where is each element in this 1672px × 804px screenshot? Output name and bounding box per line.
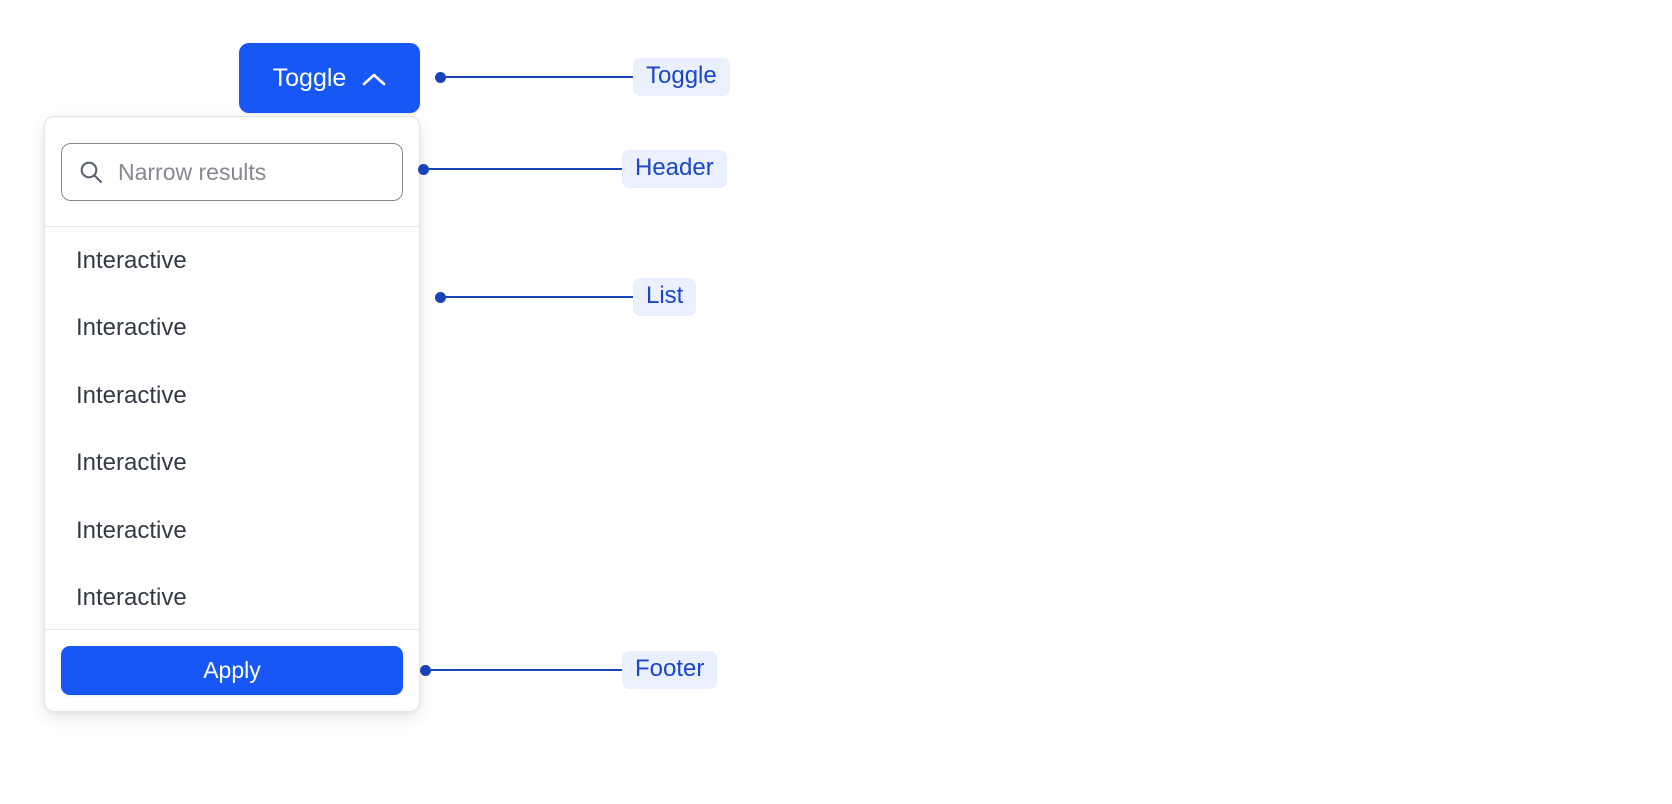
dropdown-header [45, 117, 419, 227]
list-item-label: Interactive [76, 314, 187, 342]
list-item-label: Interactive [76, 584, 187, 612]
annotation-label: Footer [622, 651, 718, 689]
chevron-up-icon [362, 64, 386, 93]
annotation-line [431, 669, 622, 671]
annotation-label: Header [622, 150, 727, 188]
annotation-line [429, 168, 622, 170]
dropdown-panel: Interactive Interactive Interactive Inte… [44, 116, 420, 712]
list-item-label: Interactive [76, 381, 187, 409]
search-icon [78, 159, 104, 185]
list-item[interactable]: Interactive [45, 227, 419, 295]
list-item-label: Interactive [76, 449, 187, 477]
annotation-dot-icon [418, 163, 429, 175]
search-field[interactable] [61, 143, 403, 201]
list-item[interactable]: Interactive [45, 362, 419, 430]
annotation-dot-icon [435, 291, 446, 303]
list-item[interactable]: Interactive [45, 295, 419, 363]
annotation-dot-icon [420, 664, 431, 676]
dropdown-list: Interactive Interactive Interactive Inte… [45, 227, 419, 629]
dropdown-footer: Apply [45, 629, 419, 711]
annotation-line [446, 76, 633, 78]
list-item[interactable]: Interactive [45, 430, 419, 498]
apply-button[interactable]: Apply [61, 646, 403, 695]
annotation-label: List [633, 278, 697, 316]
list-item-label: Interactive [76, 516, 187, 544]
toggle-button[interactable]: Toggle [239, 43, 420, 113]
toggle-button-label: Toggle [272, 63, 347, 92]
annotation-line [446, 296, 633, 298]
list-item[interactable]: Interactive [45, 565, 419, 630]
list-item[interactable]: Interactive [45, 497, 419, 565]
search-input[interactable] [118, 144, 402, 200]
annotation-label: Toggle [633, 58, 730, 96]
annotation-dot-icon [435, 71, 446, 83]
list-item-label: Interactive [76, 246, 187, 274]
